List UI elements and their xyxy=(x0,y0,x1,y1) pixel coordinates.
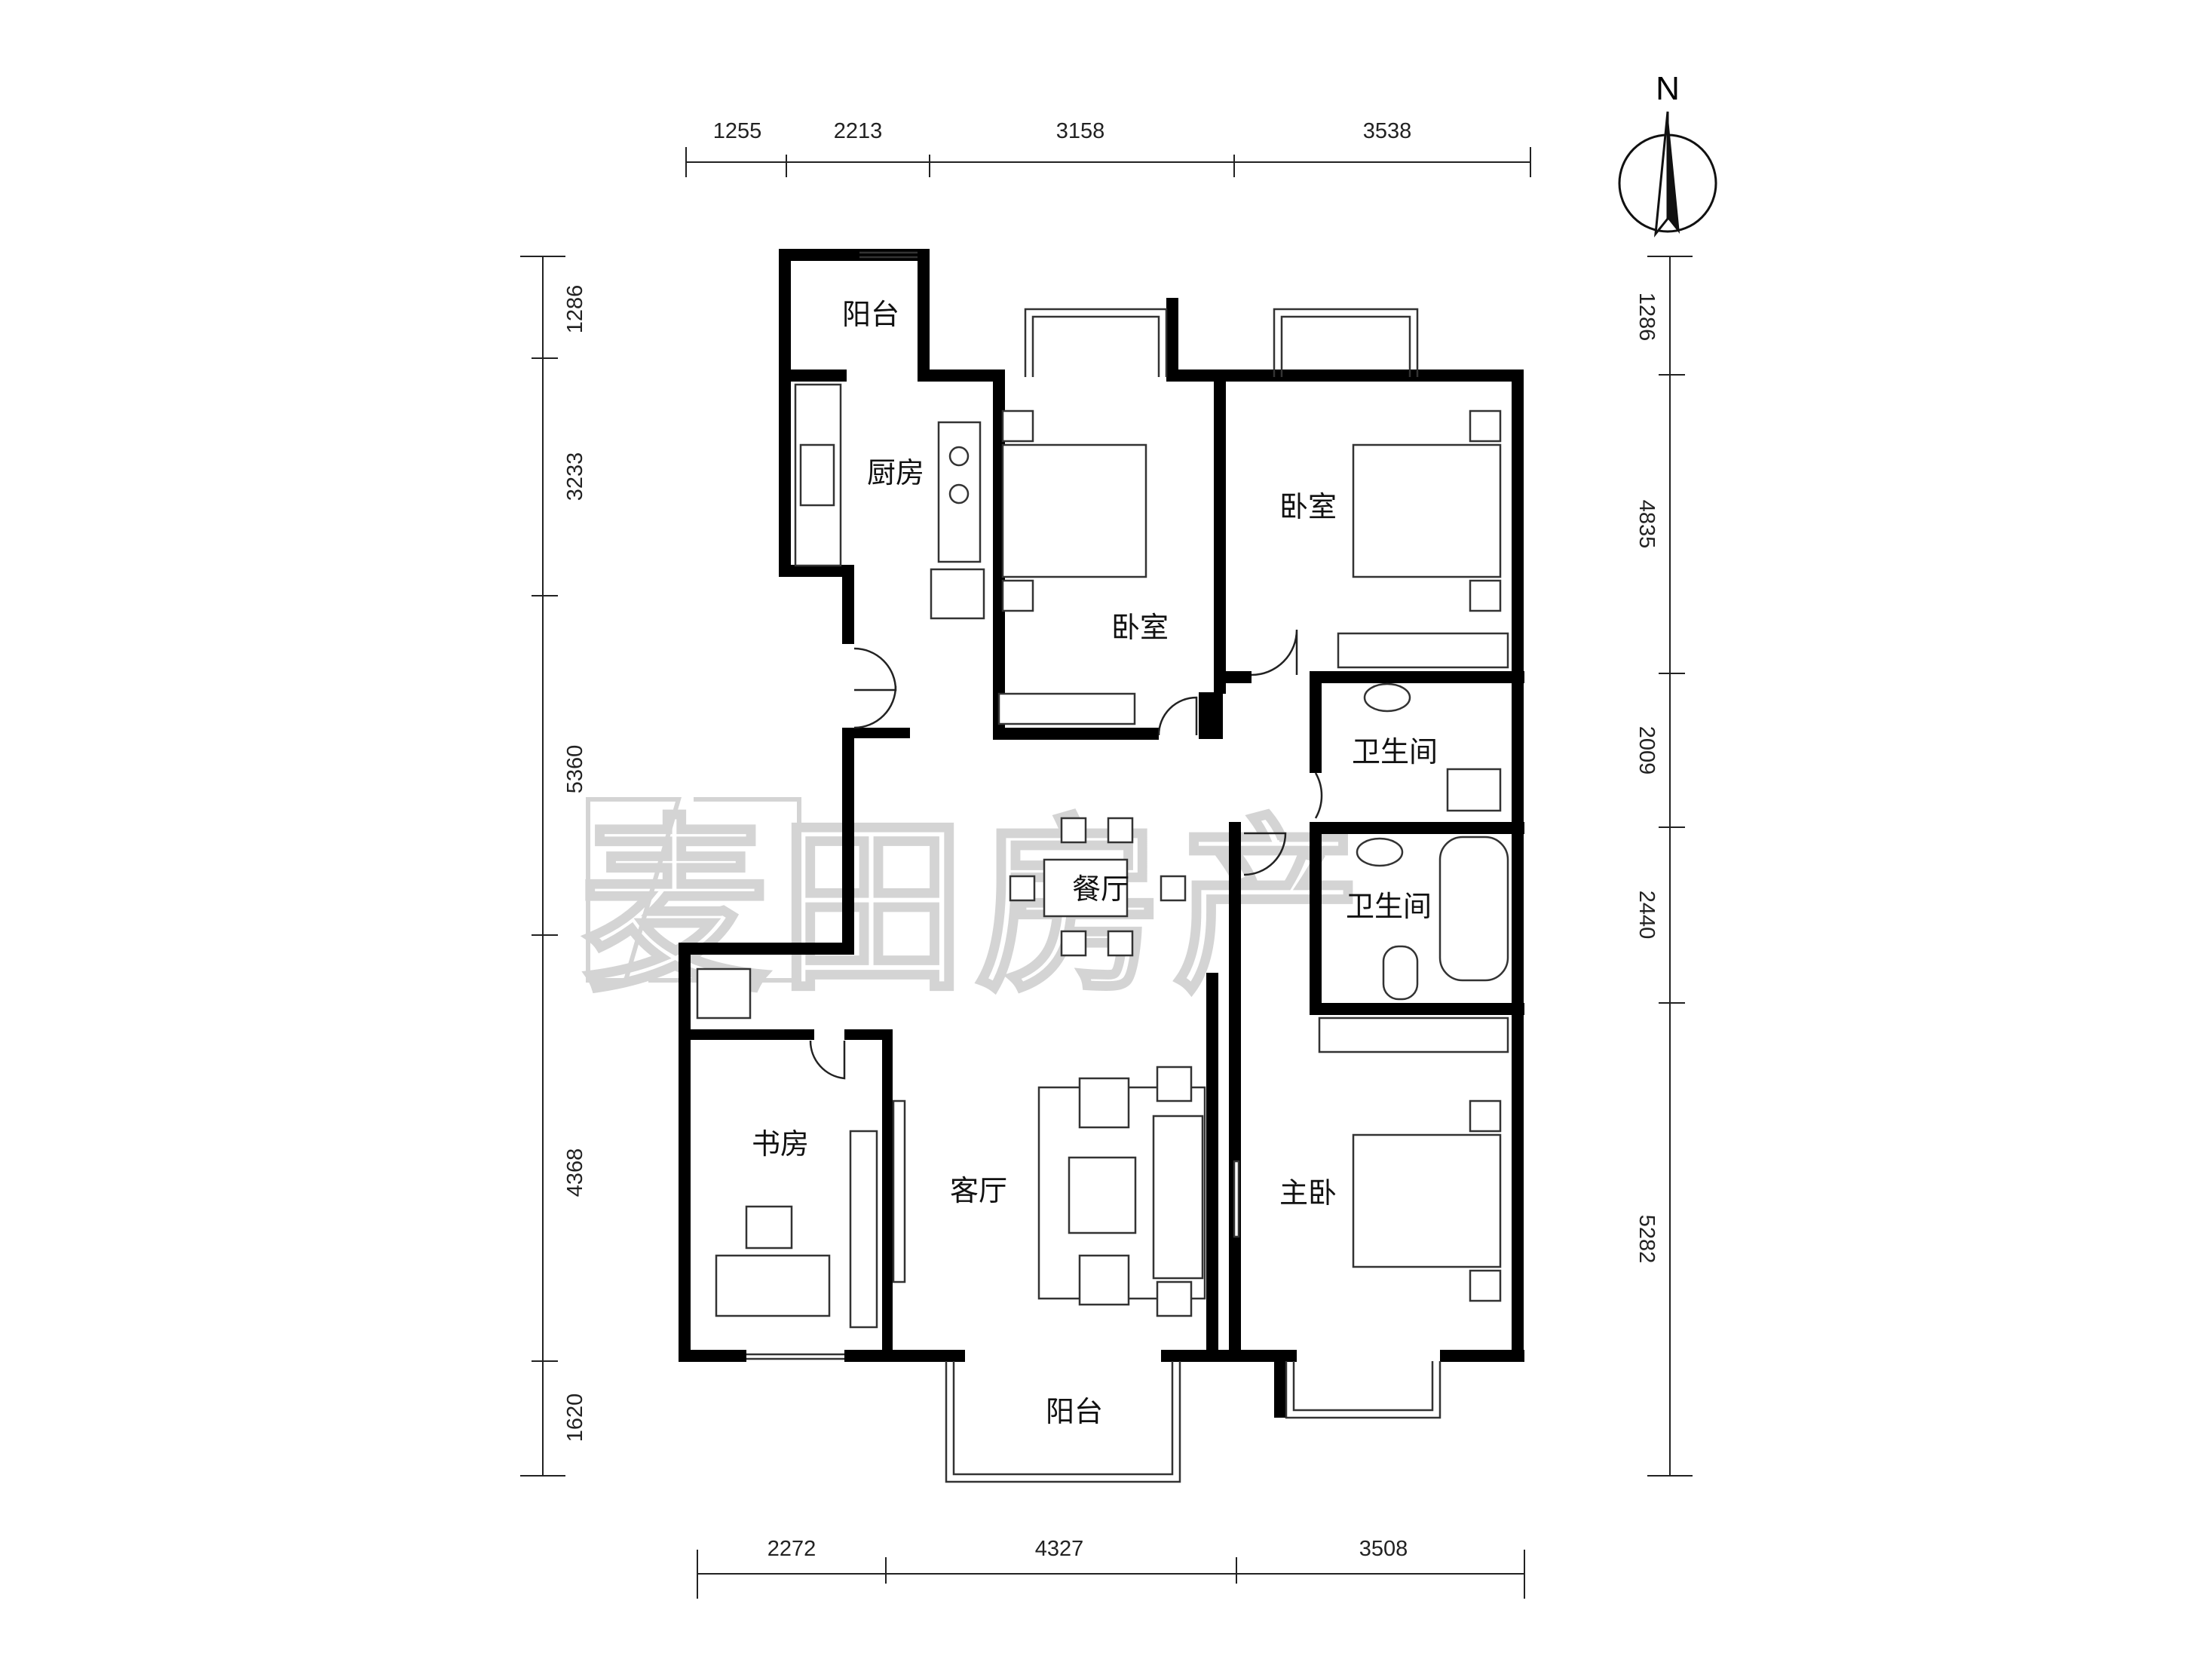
stove-burner-icon xyxy=(948,483,970,504)
dim-left-1: 1286 xyxy=(563,285,587,334)
bed-icon xyxy=(1352,1133,1502,1268)
nightstand-icon xyxy=(1469,409,1502,443)
room-label-master-bedroom: 主卧 xyxy=(1279,1176,1337,1210)
north-label: N xyxy=(1656,70,1680,107)
dim-right-5: 5282 xyxy=(1634,1215,1659,1264)
toilet-icon xyxy=(1382,945,1419,1001)
dim-left-3: 5360 xyxy=(563,745,587,794)
dim-top-4: 3538 xyxy=(1363,119,1412,143)
kitchen-sink-icon xyxy=(799,443,835,507)
washbasin-icon xyxy=(1363,682,1411,713)
shower-icon xyxy=(696,967,752,1020)
bookshelf-icon xyxy=(849,1130,878,1329)
side-table-icon xyxy=(1156,1280,1193,1317)
nightstand-icon xyxy=(1469,579,1502,612)
chair-icon xyxy=(1060,930,1087,957)
doors xyxy=(809,629,1323,1080)
wardrobe-icon xyxy=(1337,632,1509,669)
room-label-balcony-south: 阳台 xyxy=(1046,1395,1103,1428)
armchair-icon xyxy=(1078,1077,1130,1129)
wardrobe-icon xyxy=(1318,1017,1509,1053)
dim-right-3: 2009 xyxy=(1634,726,1659,775)
compass-arrow-left xyxy=(1654,111,1669,238)
coffee-table-icon xyxy=(1068,1156,1137,1234)
bed-icon xyxy=(1352,443,1502,578)
sofa-icon xyxy=(1152,1115,1204,1280)
dim-top-3: 3158 xyxy=(1056,119,1105,143)
dim-top-1: 1255 xyxy=(713,119,762,143)
dim-left-5: 1620 xyxy=(563,1394,587,1443)
dim-right-2: 4835 xyxy=(1634,500,1659,549)
bathtub-icon xyxy=(1438,836,1509,982)
room-label-bathroom-1: 卫生间 xyxy=(1352,735,1438,768)
dim-left-2: 3233 xyxy=(563,452,587,501)
chair-icon xyxy=(1060,817,1087,844)
stove-burner-icon xyxy=(948,446,970,467)
side-table-icon xyxy=(1156,1066,1193,1102)
nightstand-icon xyxy=(1001,579,1034,612)
armchair-icon xyxy=(1078,1254,1130,1306)
windows xyxy=(746,251,1441,1483)
dim-right-4: 2440 xyxy=(1634,891,1659,940)
dimension-labels: 1255 2213 3158 3538 2272 4327 3508 1286 … xyxy=(563,119,1659,1561)
room-label-living: 客厅 xyxy=(950,1174,1007,1207)
furniture xyxy=(696,383,1509,1329)
dining-table-icon xyxy=(1043,858,1129,918)
room-labels: 阳台 厨房 卧室 卧室 卫生间 卫生间 餐厅 书房 客厅 主卧 阳台 xyxy=(752,298,1438,1428)
room-label-bedroom-1: 卧室 xyxy=(1111,611,1169,644)
bed-icon xyxy=(1001,443,1147,578)
wardrobe-icon xyxy=(997,692,1136,725)
room-label-bedroom-2: 卧室 xyxy=(1279,490,1337,523)
nightstand-icon xyxy=(1001,409,1034,443)
dim-right-1: 1286 xyxy=(1634,293,1659,342)
dim-top-2: 2213 xyxy=(834,119,883,143)
nightstand-icon xyxy=(1469,1099,1502,1133)
dim-bottom-1: 2272 xyxy=(767,1537,816,1561)
chair-icon xyxy=(1107,817,1134,844)
room-label-balcony-north: 阳台 xyxy=(842,298,899,331)
desk-icon xyxy=(715,1254,831,1317)
room-label-study: 书房 xyxy=(752,1127,809,1161)
walls xyxy=(679,249,1524,1418)
toilet-icon xyxy=(1446,768,1502,812)
washbasin-icon xyxy=(1356,837,1404,867)
dim-bottom-2: 4327 xyxy=(1035,1537,1084,1561)
room-label-bathroom-2: 卫生间 xyxy=(1346,890,1432,923)
chair-icon xyxy=(1160,875,1187,902)
room-label-dining: 餐厅 xyxy=(1072,872,1129,906)
fridge-icon xyxy=(930,568,985,620)
north-compass: N xyxy=(1618,70,1717,238)
nightstand-icon xyxy=(1469,1269,1502,1302)
tv-cabinet-icon xyxy=(892,1099,906,1283)
dim-bottom-3: 3508 xyxy=(1359,1537,1408,1561)
compass-arrow-right xyxy=(1668,112,1680,234)
room-label-kitchen: 厨房 xyxy=(867,456,924,489)
dimension-lines xyxy=(520,147,1693,1599)
dim-left-4: 4368 xyxy=(563,1148,587,1197)
chair-icon xyxy=(1107,930,1134,957)
chair-icon xyxy=(1009,875,1036,902)
tv-cabinet-icon xyxy=(1233,1160,1240,1238)
office-chair-icon xyxy=(745,1205,793,1250)
